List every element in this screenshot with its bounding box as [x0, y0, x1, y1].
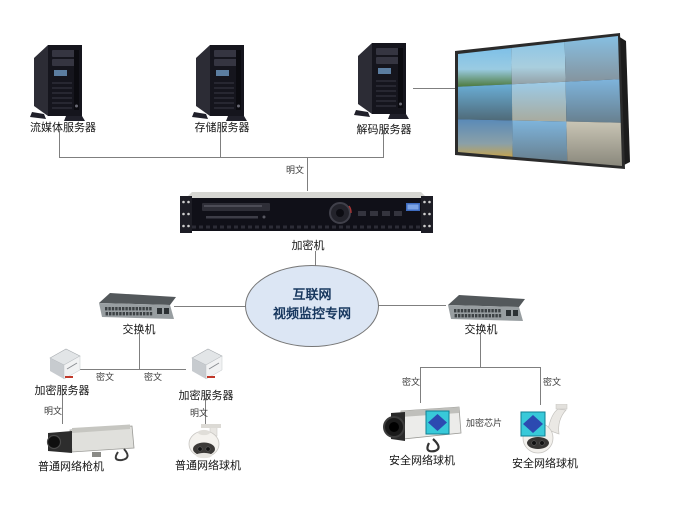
right-switch-label: 交换机 [464, 323, 498, 336]
wall-screen [458, 119, 513, 157]
plaintext-label-top: 明文 [286, 166, 305, 176]
wall-screen [512, 120, 568, 162]
link-right-encserver-to-dome [205, 398, 206, 426]
left-branch-bus [80, 369, 186, 370]
link-streaming-to-bus [59, 131, 60, 157]
encryption-machine-label: 加密机 [291, 239, 325, 252]
link-bus-to-encryptor [307, 157, 308, 191]
decoding-server-icon [354, 43, 409, 119]
wall-screen [564, 36, 620, 82]
right-encryption-server-label: 加密服务器 [178, 389, 234, 402]
storage-server-label: 存储服务器 [194, 121, 250, 134]
streaming-server-label: 流媒体服务器 [30, 121, 96, 134]
left-encryption-server-label: 加密服务器 [34, 384, 90, 397]
plaintext-label-left-gun: 明文 [44, 407, 63, 417]
decoding-server-label: 解码服务器 [356, 123, 412, 136]
server-bus-line [59, 157, 384, 158]
secure-dome-camera-label: 安全网络球机 [512, 457, 578, 470]
wall-screen [458, 84, 513, 121]
ciphertext-label-left-1: 密文 [96, 373, 115, 383]
link-decoder-to-videowall [413, 88, 456, 89]
ciphertext-label-right-2: 密文 [543, 378, 562, 388]
cloud-label-line2: 视频监控专网 [272, 307, 351, 322]
plain-gun-camera-icon [46, 424, 135, 462]
right-encryption-server-icon [191, 348, 223, 380]
link-cloud-to-right-switch [378, 305, 446, 306]
encryption-chip-note: 加密芯片 [466, 419, 503, 429]
right-switch-icon [448, 295, 525, 321]
network-cloud: 互联网 视频监控专网 [245, 265, 379, 347]
secure-gun-camera-label: 安全网络球机 [389, 454, 455, 467]
link-right-switch-down [480, 333, 481, 367]
wall-screen [565, 79, 621, 123]
wall-screen [458, 48, 512, 87]
cloud-label-line1: 互联网 [292, 288, 332, 304]
left-switch-icon [99, 293, 176, 319]
left-switch-label: 交换机 [122, 323, 156, 336]
ciphertext-label-left-2: 密文 [144, 373, 163, 383]
link-encryptor-to-cloud [315, 251, 316, 266]
wall-screen [566, 121, 622, 166]
link-to-secure-gun [420, 367, 421, 403]
wall-screen [511, 81, 567, 122]
secure-gun-camera-icon [383, 406, 462, 453]
link-storage-to-bus [220, 132, 221, 157]
link-cloud-to-left-switch [174, 306, 246, 307]
storage-server-icon [192, 45, 247, 121]
link-left-switch-down [139, 333, 140, 369]
plain-dome-camera-icon [188, 424, 221, 459]
streaming-server-icon [30, 45, 85, 121]
link-to-secure-dome [540, 367, 541, 405]
link-decoding-to-bus [383, 130, 384, 157]
secure-dome-camera-icon [520, 404, 568, 454]
link-left-encserver-to-gun [62, 394, 63, 424]
plain-gun-camera-label: 普通网络枪机 [38, 460, 104, 473]
plaintext-label-left-dome: 明文 [190, 409, 209, 419]
left-encryption-server-icon [49, 348, 81, 380]
video-wall [455, 33, 630, 169]
encryption-machine-icon [180, 192, 433, 233]
right-branch-bus [420, 367, 541, 368]
ciphertext-label-right-1: 密文 [402, 378, 421, 388]
plain-dome-camera-label: 普通网络球机 [175, 459, 241, 472]
wall-screen [511, 42, 566, 85]
